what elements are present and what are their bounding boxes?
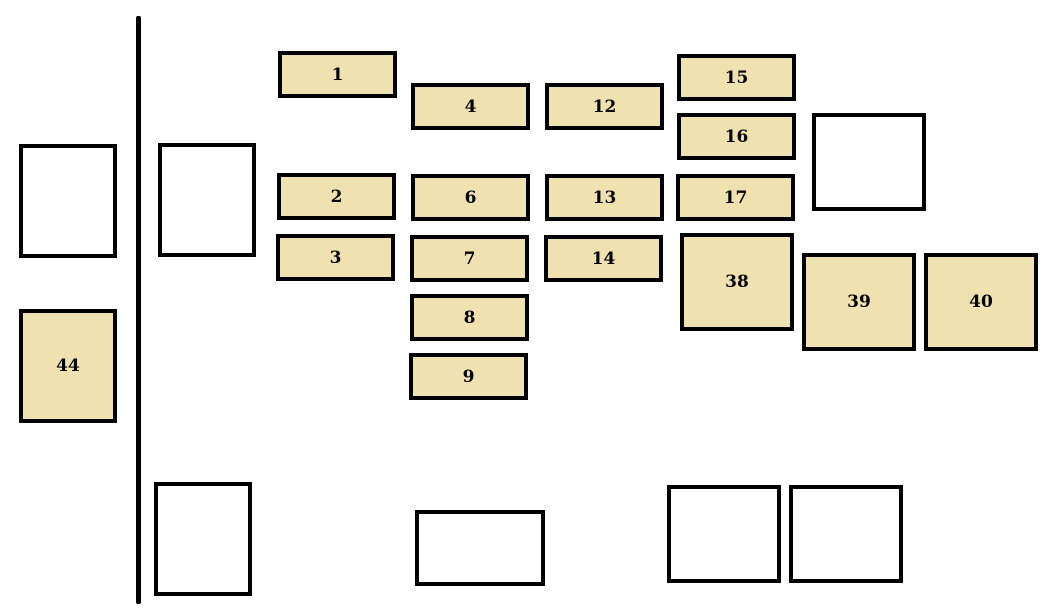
fuse-15: 15 <box>677 54 796 101</box>
fuse-3: 3 <box>276 234 395 281</box>
empty-slot-second-column <box>158 143 256 257</box>
fuse-39: 39 <box>802 253 916 351</box>
empty-slot-bottom-right-a <box>667 485 781 583</box>
fuse-17: 17 <box>676 174 795 221</box>
fuse-2: 2 <box>277 173 396 220</box>
panel-divider-line <box>136 16 141 604</box>
fuse-1: 1 <box>278 51 397 98</box>
fuse-9: 9 <box>409 353 528 400</box>
empty-slot-bottom-right-b <box>789 485 903 583</box>
fuse-16: 16 <box>677 113 796 160</box>
fuse-44: 44 <box>19 309 117 423</box>
empty-slot-left-top <box>19 144 117 258</box>
fuse-6: 6 <box>411 174 530 221</box>
fuse-14: 14 <box>544 235 663 282</box>
fuse-40: 40 <box>924 253 1038 351</box>
fuse-38: 38 <box>680 233 794 331</box>
fuse-4: 4 <box>411 83 530 130</box>
empty-slot-upper-right <box>812 113 926 211</box>
fuse-12: 12 <box>545 83 664 130</box>
fuse-7: 7 <box>410 235 529 282</box>
empty-slot-bottom-center <box>415 510 545 586</box>
empty-slot-bottom-left <box>154 482 252 596</box>
fuse-13: 13 <box>545 174 664 221</box>
fuse-8: 8 <box>410 294 529 341</box>
